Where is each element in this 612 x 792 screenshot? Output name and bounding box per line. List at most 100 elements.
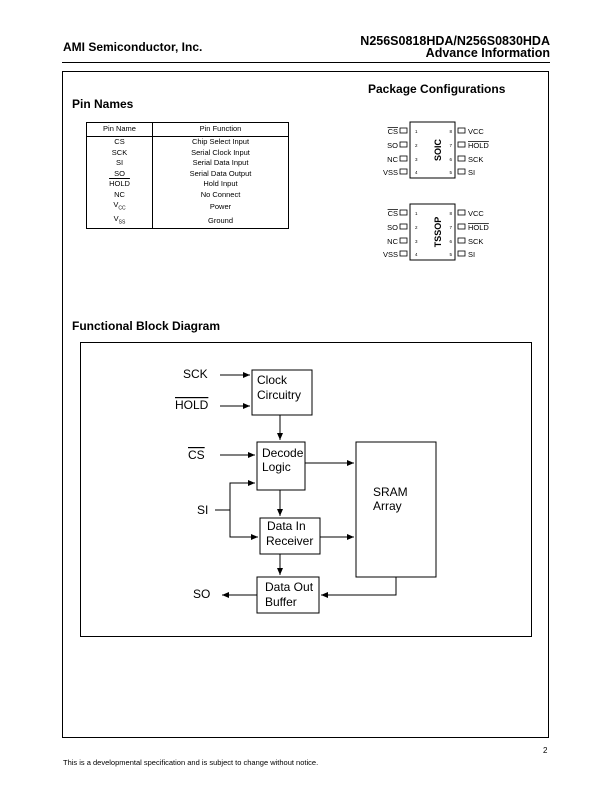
pin-name-cell: SCK [86, 147, 153, 158]
pin-label: SI [468, 168, 475, 177]
data-in-block-label-line1: Data In [267, 519, 306, 533]
pin-number: 5 [449, 170, 452, 175]
pin-number: 2 [415, 225, 418, 230]
pin-pad [399, 250, 408, 257]
pin-number: 4 [415, 170, 418, 175]
company-name: AMI Semiconductor, Inc. [63, 40, 203, 54]
pin-label: VCC [468, 127, 484, 136]
pin-number: 8 [449, 211, 452, 216]
sck-signal-label: SCK [183, 367, 208, 381]
pin-pad [399, 127, 408, 134]
pin-name-cell: VCC [86, 200, 153, 214]
pin-number: 6 [449, 239, 452, 244]
part-numbers: N256S0818HDA/N256S0830HDA [360, 34, 550, 48]
sram-array-block [355, 441, 437, 578]
page-number: 2 [543, 746, 548, 755]
decode-block-label-line1: Decode [262, 446, 304, 460]
pin-name-text: V [113, 214, 119, 223]
pin-number: 1 [415, 129, 418, 134]
package-configurations-svg: SOIC CS SO NC VSS 1 2 3 4 VCC HOLD SCK S… [383, 121, 489, 261]
package-configurations-heading: Package Configurations [368, 82, 506, 96]
so-signal-label: SO [193, 587, 210, 601]
cs-signal-label: CS [188, 448, 205, 462]
pin-number: 7 [449, 225, 452, 230]
pin-number: 5 [449, 252, 452, 257]
functional-block-diagram: Clock Circuitry Decode Logic Data In Rec… [80, 342, 532, 637]
data-out-block-label-line2: Buffer [265, 595, 297, 609]
pin-name-subscript: SS [118, 219, 126, 226]
pin-name-cell: SI [86, 158, 153, 169]
table-row: HOLD Hold Input [86, 179, 289, 190]
pin-function-cell: Serial Data Output [152, 168, 289, 179]
pin-pad [399, 155, 408, 162]
tssop-body [409, 203, 456, 261]
clock-circuitry-block [251, 369, 313, 416]
pin-name-cell: NC [86, 189, 153, 200]
soic-package: SOIC CS SO NC VSS 1 2 3 4 VCC HOLD SCK S… [383, 121, 489, 179]
functional-block-diagram-heading: Functional Block Diagram [72, 319, 221, 333]
pin-number: 3 [415, 239, 418, 244]
sram-block-label-line1: SRAM [373, 485, 408, 499]
pin-function-cell: Power [152, 200, 289, 214]
pin-number: 1 [415, 211, 418, 216]
decode-logic-block [256, 441, 306, 491]
pin-label: SO [387, 223, 398, 232]
pin-function-cell: Ground [152, 214, 289, 229]
pin-name-column-header: Pin Name [86, 122, 153, 137]
table-row: CS Chip Select Input [86, 136, 289, 148]
decode-block-label-line2: Logic [262, 460, 291, 474]
table-row: SO Serial Data Output [86, 168, 289, 179]
footer-notice: This is a developmental specification an… [63, 758, 319, 767]
header-rule [62, 62, 550, 63]
data-out-block-label-line1: Data Out [265, 580, 314, 594]
tssop-package: TSSOP CS SO NC VSS 1 2 3 4 VCC HOLD SCK … [383, 203, 489, 261]
sram-to-dataout-arrow [321, 577, 397, 598]
pin-function-column-header: Pin Function [152, 122, 289, 137]
pin-number: 4 [415, 252, 418, 257]
pin-pad [457, 223, 466, 230]
si-to-datain-arrow [229, 510, 258, 540]
data-in-receiver-block [259, 517, 321, 555]
pin-label: SCK [468, 155, 483, 164]
pin-name-cell: CS [86, 136, 153, 148]
sram-block-label-line2: Array [373, 499, 402, 513]
table-row: SI Serial Data Input [86, 158, 289, 169]
data-in-block-label-line2: Receiver [266, 534, 313, 548]
pin-names-heading: Pin Names [72, 97, 134, 111]
pin-number: 6 [449, 157, 452, 162]
table-row: VCC Power [86, 200, 289, 214]
pin-pad [399, 141, 408, 148]
pin-label: HOLD [468, 141, 489, 150]
pin-label: NC [387, 155, 398, 164]
pin-number: 3 [415, 157, 418, 162]
pin-number: 2 [415, 143, 418, 148]
pin-label: NC [387, 237, 398, 246]
pin-name-cell: VSS [86, 214, 153, 229]
tssop-label: TSSOP [433, 217, 443, 248]
pin-name-text: V [113, 200, 119, 209]
pin-label: HOLD [468, 223, 489, 232]
pin-names-table: Pin Name Pin Function CS Chip Select Inp… [86, 122, 289, 229]
clock-block-label-line2: Circuitry [257, 388, 301, 402]
document-status: Advance Information [425, 46, 550, 60]
pin-pad [457, 250, 466, 257]
data-out-buffer-block [256, 576, 320, 614]
pin-pad [399, 209, 408, 216]
pin-label: VSS [383, 250, 398, 259]
pin-pad [457, 127, 466, 134]
table-row: SCK Serial Clock Input [86, 147, 289, 158]
pin-pad [457, 168, 466, 175]
table-row: NC No Connect [86, 189, 289, 200]
clock-block-label-line1: Clock [257, 373, 288, 387]
pin-pad [457, 237, 466, 244]
pin-name-cell: SO [86, 168, 153, 179]
content-frame [62, 71, 549, 738]
pin-label: CS [388, 209, 398, 218]
pin-number: 8 [449, 129, 452, 134]
pin-pad [457, 141, 466, 148]
pin-pad [399, 237, 408, 244]
pin-pad [457, 209, 466, 216]
pin-pad [457, 155, 466, 162]
pin-function-cell: No Connect [152, 189, 289, 200]
pin-function-cell: Serial Clock Input [152, 147, 289, 158]
